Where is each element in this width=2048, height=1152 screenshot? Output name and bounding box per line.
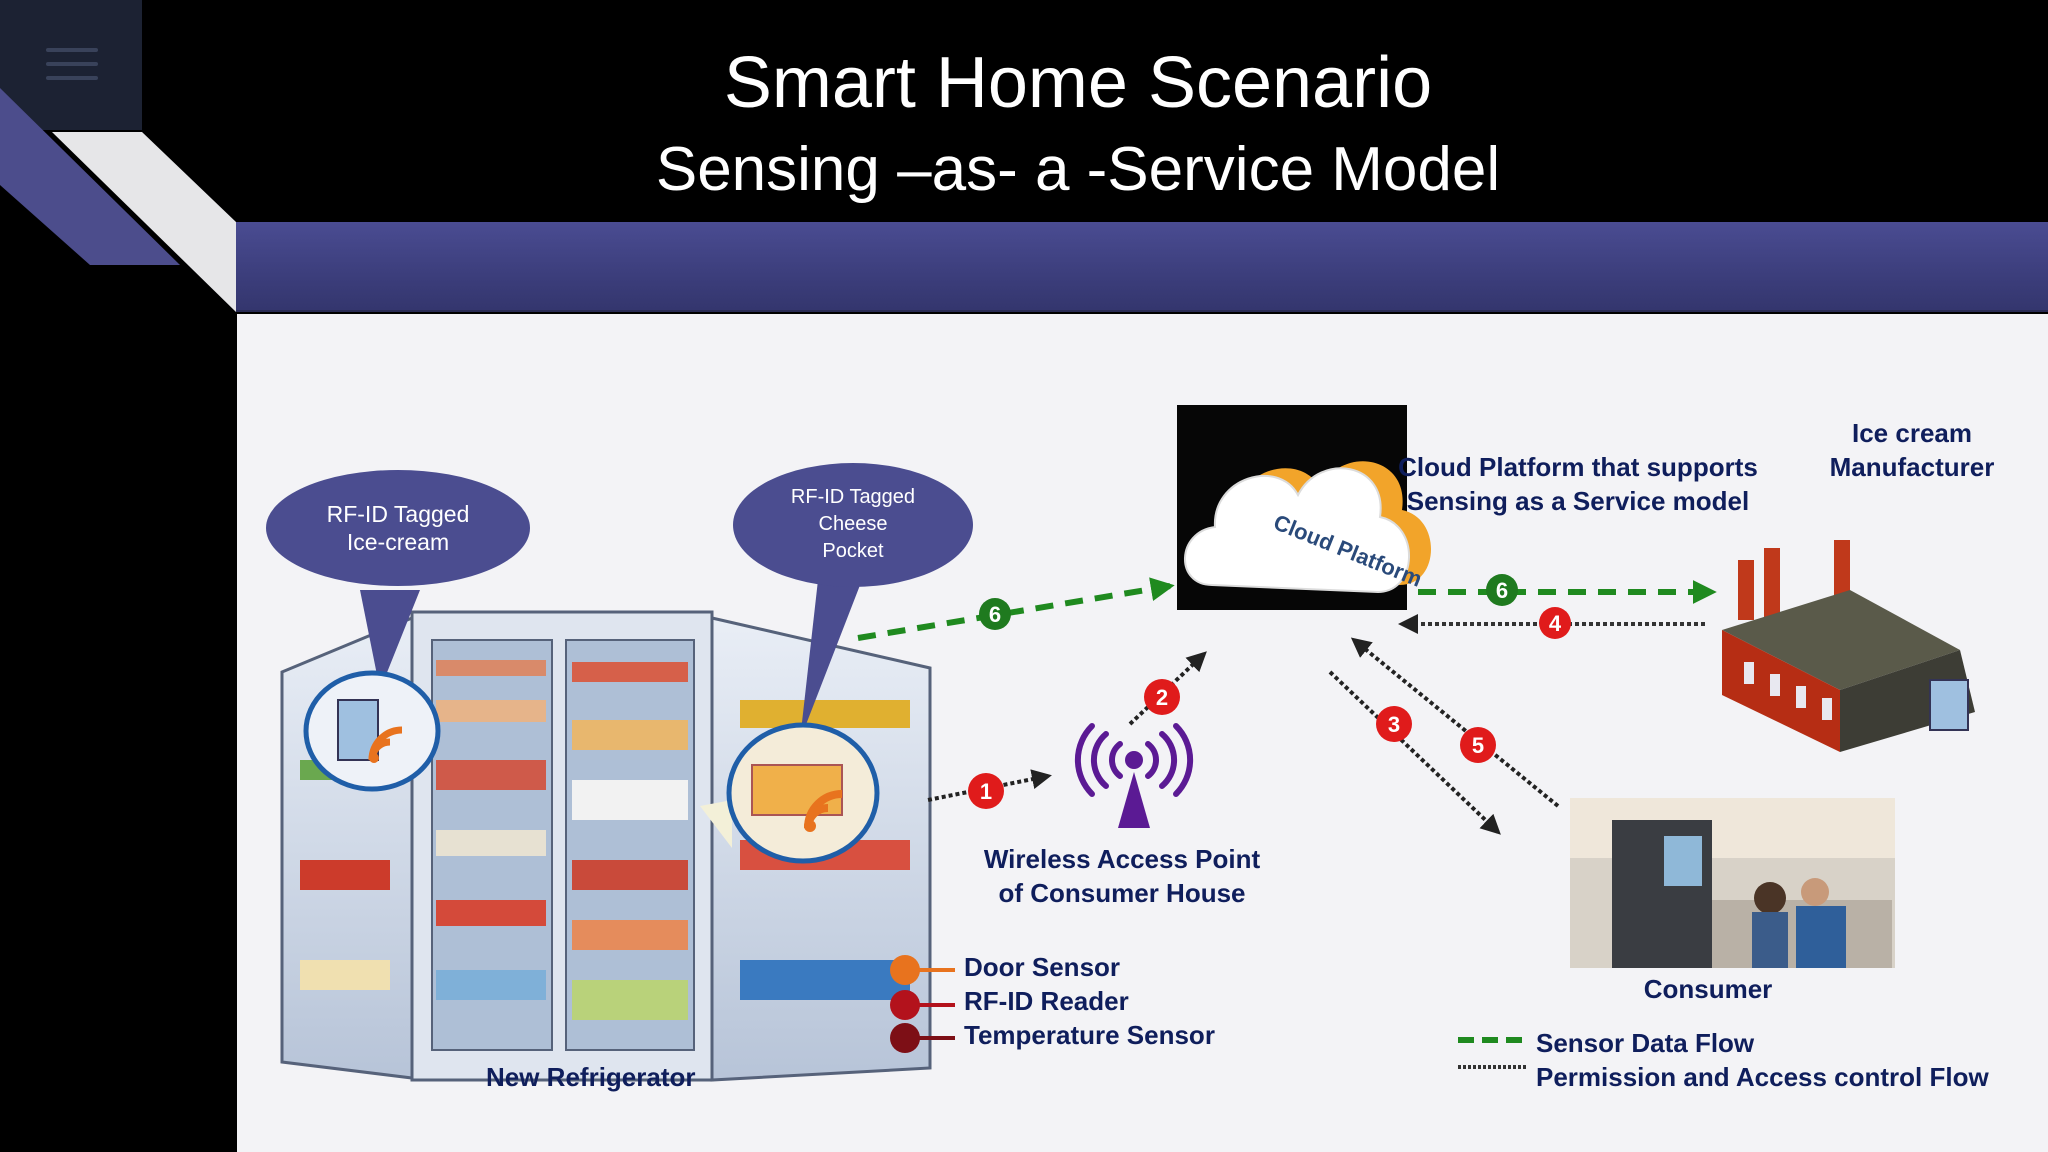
menu-button[interactable] bbox=[0, 0, 142, 130]
flow-marker-1: 1 bbox=[968, 773, 1004, 809]
consumer-photo bbox=[1570, 798, 1895, 968]
callout-line: Ice-cream bbox=[346, 529, 450, 555]
legend-permission-flow-label: Permission and Access control Flow bbox=[1536, 1062, 1989, 1092]
icecream-callout-bubble bbox=[266, 470, 530, 690]
wireless-access-point-icon bbox=[1074, 723, 1194, 828]
label-line: of Consumer House bbox=[998, 878, 1246, 908]
flow-number: 6 bbox=[1496, 578, 1508, 603]
accent-band bbox=[236, 222, 2048, 312]
flow-marker-2: 2 bbox=[1144, 679, 1180, 715]
manufacturer-label: Ice cream Manufacturer bbox=[1812, 416, 2012, 484]
refrigerator-label: New Refrigerator bbox=[486, 1062, 696, 1092]
cheese-callout-bubble bbox=[733, 463, 973, 740]
callout-line: Pocket bbox=[822, 540, 884, 562]
icecream-callout-text: RF-ID Tagged Ice-cream bbox=[296, 500, 500, 556]
callout-line: Cheese bbox=[818, 513, 888, 535]
rfid-reader-dot bbox=[890, 990, 920, 1020]
label-line: Wireless Access Point bbox=[983, 844, 1261, 874]
door-sensor-dot bbox=[890, 955, 920, 985]
legend-swatches bbox=[1458, 1037, 1526, 1069]
flow-marker-6-right: 6 bbox=[1486, 574, 1518, 606]
flow-number: 6 bbox=[989, 602, 1001, 627]
legend-sensor-flow-label: Sensor Data Flow bbox=[1536, 1028, 1755, 1058]
cheese-callout-text: RF-ID Tagged Cheese Pocket bbox=[753, 484, 953, 565]
flow-number: 1 bbox=[980, 779, 992, 804]
temperature-sensor-label: Temperature Sensor bbox=[964, 1020, 1215, 1050]
callout-line: RF-ID Tagged bbox=[790, 486, 916, 508]
flow-marker-4: 4 bbox=[1539, 607, 1571, 639]
slide-subtitle: Sensing –as- a -Service Model bbox=[655, 135, 1501, 204]
caption-line: Cloud Platform that supports bbox=[1398, 452, 1758, 482]
flow-number: 5 bbox=[1472, 733, 1484, 758]
door-sensor-label: Door Sensor bbox=[964, 952, 1121, 982]
decorative-stripes bbox=[0, 88, 236, 312]
flow-number: 2 bbox=[1156, 685, 1168, 710]
slide-title: Smart Home Scenario bbox=[723, 43, 1433, 123]
sensor-markers bbox=[890, 955, 955, 1053]
flow-number: 4 bbox=[1549, 611, 1562, 636]
cloud-platform-caption: Cloud Platform that supports Sensing as … bbox=[1392, 450, 1764, 518]
factory-icon bbox=[1722, 540, 1975, 752]
cloud-platform-image: Cloud Platform bbox=[1177, 405, 1432, 610]
label-line: Manufacturer bbox=[1829, 452, 1995, 482]
temperature-sensor-dot bbox=[890, 1023, 920, 1053]
flow-number: 3 bbox=[1388, 712, 1400, 737]
label-line: Ice cream bbox=[1852, 418, 1972, 448]
flow-marker-6-left: 6 bbox=[979, 598, 1011, 630]
tagged-cheese-closeup bbox=[700, 722, 880, 864]
callout-line: RF-ID Tagged bbox=[326, 501, 470, 527]
flow-marker-3: 3 bbox=[1376, 706, 1412, 742]
tagged-icecream-closeup bbox=[303, 670, 441, 792]
flow-marker-5: 5 bbox=[1460, 727, 1496, 763]
consumer-label: Consumer bbox=[1643, 974, 1773, 1004]
caption-line: Sensing as a Service model bbox=[1406, 486, 1750, 516]
rfid-reader-label: RF-ID Reader bbox=[964, 986, 1129, 1016]
access-point-label: Wireless Access Point of Consumer House bbox=[980, 842, 1264, 910]
